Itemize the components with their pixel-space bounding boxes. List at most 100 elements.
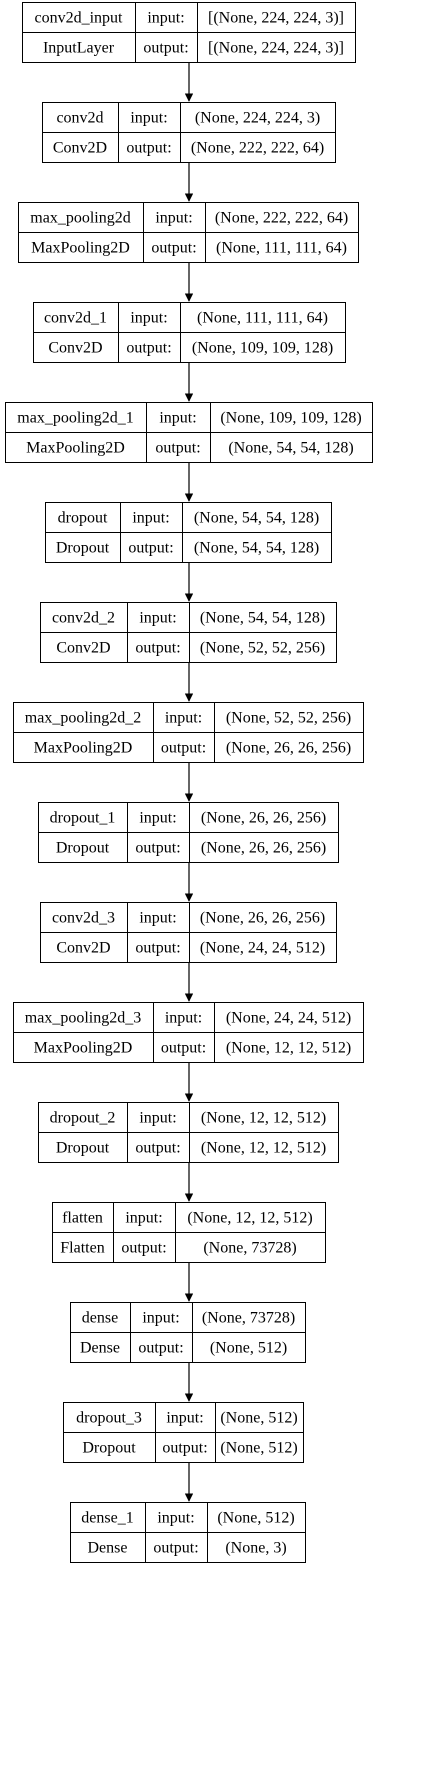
layer-type: MaxPooling2D: [31, 240, 130, 257]
output-label: output:: [135, 640, 180, 657]
layer-type: Conv2D: [48, 340, 102, 357]
layer-type: Flatten: [60, 1240, 104, 1257]
layer-name: max_pooling2d_3: [25, 1010, 141, 1027]
layer-name: dropout_1: [50, 810, 116, 827]
output-shape: (None, 12, 12, 512): [201, 1140, 326, 1157]
layer-type: Conv2D: [53, 140, 107, 157]
layer-name: max_pooling2d_1: [17, 410, 133, 427]
output-shape: [(None, 224, 224, 3)]: [208, 40, 344, 57]
input-label: input:: [165, 1010, 202, 1027]
output-label: output:: [161, 740, 206, 757]
input-label: input:: [132, 510, 169, 527]
output-label: output:: [151, 240, 196, 257]
layer-name: dense_1: [81, 1510, 133, 1527]
output-shape: (None, 24, 24, 512): [200, 940, 325, 957]
output-shape: (None, 26, 26, 256): [201, 840, 326, 857]
output-shape: (None, 111, 111, 64): [216, 240, 347, 257]
output-shape: (None, 52, 52, 256): [200, 640, 325, 657]
input-shape: (None, 26, 26, 256): [201, 810, 326, 827]
layer-type: MaxPooling2D: [34, 1040, 133, 1057]
input-shape: [(None, 224, 224, 3)]: [208, 10, 344, 27]
input-label: input:: [142, 1310, 179, 1327]
layer-name: dense: [82, 1310, 118, 1327]
layer-node-conv2d-input: conv2d_inputInputLayerinput:output:[(Non…: [22, 2, 356, 63]
input-shape: (None, 73728): [202, 1310, 295, 1327]
input-shape: (None, 52, 52, 256): [226, 710, 351, 727]
output-shape: (None, 512): [220, 1440, 297, 1457]
layer-name: max_pooling2d_2: [25, 710, 141, 727]
layer-name: flatten: [62, 1210, 103, 1227]
layer-type: Conv2D: [56, 940, 110, 957]
output-label: output:: [135, 940, 180, 957]
input-label: input:: [165, 710, 202, 727]
input-label: input:: [166, 1410, 203, 1427]
input-label: input:: [125, 1210, 162, 1227]
output-label: output:: [135, 840, 180, 857]
input-shape: (None, 224, 224, 3): [195, 110, 320, 127]
input-shape: (None, 12, 12, 512): [201, 1110, 326, 1127]
output-shape: (None, 512): [210, 1340, 287, 1357]
layer-name: conv2d_3: [52, 910, 115, 927]
output-label: output:: [162, 1440, 207, 1457]
layer-name: conv2d_input: [35, 10, 124, 27]
input-shape: (None, 54, 54, 128): [194, 510, 319, 527]
input-label: input:: [157, 1510, 194, 1527]
layer-name: dropout_3: [76, 1410, 142, 1427]
input-shape: (None, 109, 109, 128): [220, 410, 361, 427]
layer-name: dropout: [58, 510, 108, 527]
layer-type: MaxPooling2D: [26, 440, 125, 457]
layer-name: dropout_2: [50, 1110, 116, 1127]
output-label: output:: [138, 1340, 183, 1357]
layer-type: Dropout: [56, 540, 110, 557]
layer-name: conv2d_2: [52, 610, 115, 627]
output-shape: (None, 109, 109, 128): [192, 340, 333, 357]
input-shape: (None, 512): [217, 1510, 294, 1527]
layer-type: Dense: [88, 1540, 128, 1557]
input-shape: (None, 111, 111, 64): [197, 310, 328, 327]
output-shape: (None, 54, 54, 128): [228, 440, 353, 457]
layer-type: Dropout: [56, 1140, 110, 1157]
output-label: output:: [153, 1540, 198, 1557]
output-shape: (None, 3): [225, 1540, 286, 1557]
layer-type: Dense: [80, 1340, 120, 1357]
output-label: output:: [135, 1140, 180, 1157]
input-label: input:: [147, 10, 184, 27]
layer-type: Dropout: [56, 840, 110, 857]
output-shape: (None, 54, 54, 128): [194, 540, 319, 557]
output-label: output:: [128, 540, 173, 557]
layer-type: InputLayer: [43, 40, 115, 57]
input-shape: (None, 12, 12, 512): [187, 1210, 312, 1227]
input-shape: (None, 24, 24, 512): [226, 1010, 351, 1027]
layer-node-max-pooling2d: max_pooling2dMaxPooling2Dinput:output:(N…: [18, 202, 359, 263]
input-label: input:: [139, 1110, 176, 1127]
output-label: output:: [155, 440, 200, 457]
output-shape: (None, 73728): [203, 1240, 296, 1257]
input-label: input:: [139, 810, 176, 827]
input-label: input:: [159, 410, 196, 427]
output-shape: (None, 12, 12, 512): [226, 1040, 351, 1057]
output-label: output:: [121, 1240, 166, 1257]
input-label: input:: [130, 310, 167, 327]
layer-type: Conv2D: [56, 640, 110, 657]
layer-node-max-pooling2d-3: max_pooling2d_3MaxPooling2Dinput:output:…: [13, 1002, 364, 1063]
output-shape: (None, 26, 26, 256): [226, 740, 351, 757]
input-shape: (None, 222, 222, 64): [215, 210, 348, 227]
input-shape: (None, 54, 54, 128): [200, 610, 325, 627]
output-shape: (None, 222, 222, 64): [191, 140, 324, 157]
layer-type: Dropout: [82, 1440, 136, 1457]
layer-name: conv2d_1: [44, 310, 107, 327]
input-label: input:: [130, 110, 167, 127]
layer-type: MaxPooling2D: [34, 740, 133, 757]
